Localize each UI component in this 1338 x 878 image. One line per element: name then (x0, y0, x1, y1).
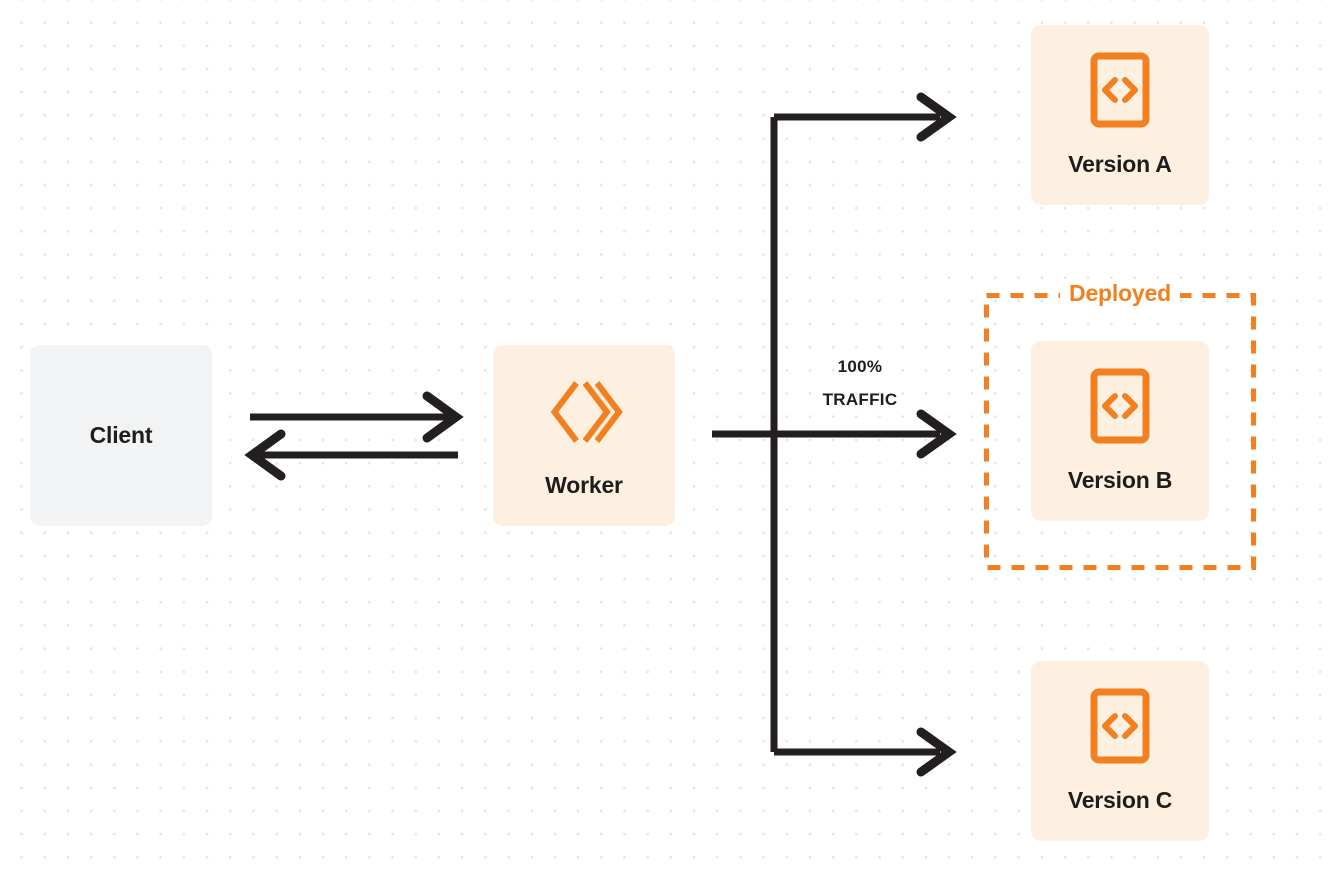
node-version-a-label: Version A (1068, 151, 1172, 177)
node-version-c-label: Version C (1067, 787, 1173, 813)
node-version-b[interactable]: Version B (1031, 341, 1209, 521)
deployed-group: Deployed (984, 279, 1256, 570)
code-brackets-icon (1090, 52, 1150, 133)
deployed-group-label: Deployed (1060, 279, 1180, 307)
traffic-percent: 100% (837, 357, 883, 376)
node-worker-label: Worker (545, 471, 623, 498)
traffic-label: 100% TRAFFIC (790, 350, 930, 416)
edge-worker-trunk (712, 117, 940, 752)
node-client-label: Client (89, 422, 153, 448)
node-version-b-label: Version B (1067, 467, 1173, 493)
code-brackets-icon (1090, 368, 1150, 449)
traffic-word: TRAFFIC (822, 390, 898, 409)
node-version-c[interactable]: Version C (1031, 661, 1209, 841)
workers-logo-icon (545, 373, 623, 456)
edge-worker-to-version-a (774, 92, 957, 142)
edge-worker-to-version-b (916, 409, 957, 459)
edge-client-to-worker (250, 391, 464, 443)
node-worker[interactable]: Worker (493, 345, 675, 526)
node-client[interactable]: Client (30, 345, 212, 526)
edge-worker-to-client (244, 429, 458, 481)
node-version-a[interactable]: Version A (1031, 25, 1209, 205)
edge-worker-to-version-c (774, 727, 957, 777)
code-brackets-icon (1090, 688, 1150, 769)
deployed-dashed-border (984, 293, 1256, 570)
